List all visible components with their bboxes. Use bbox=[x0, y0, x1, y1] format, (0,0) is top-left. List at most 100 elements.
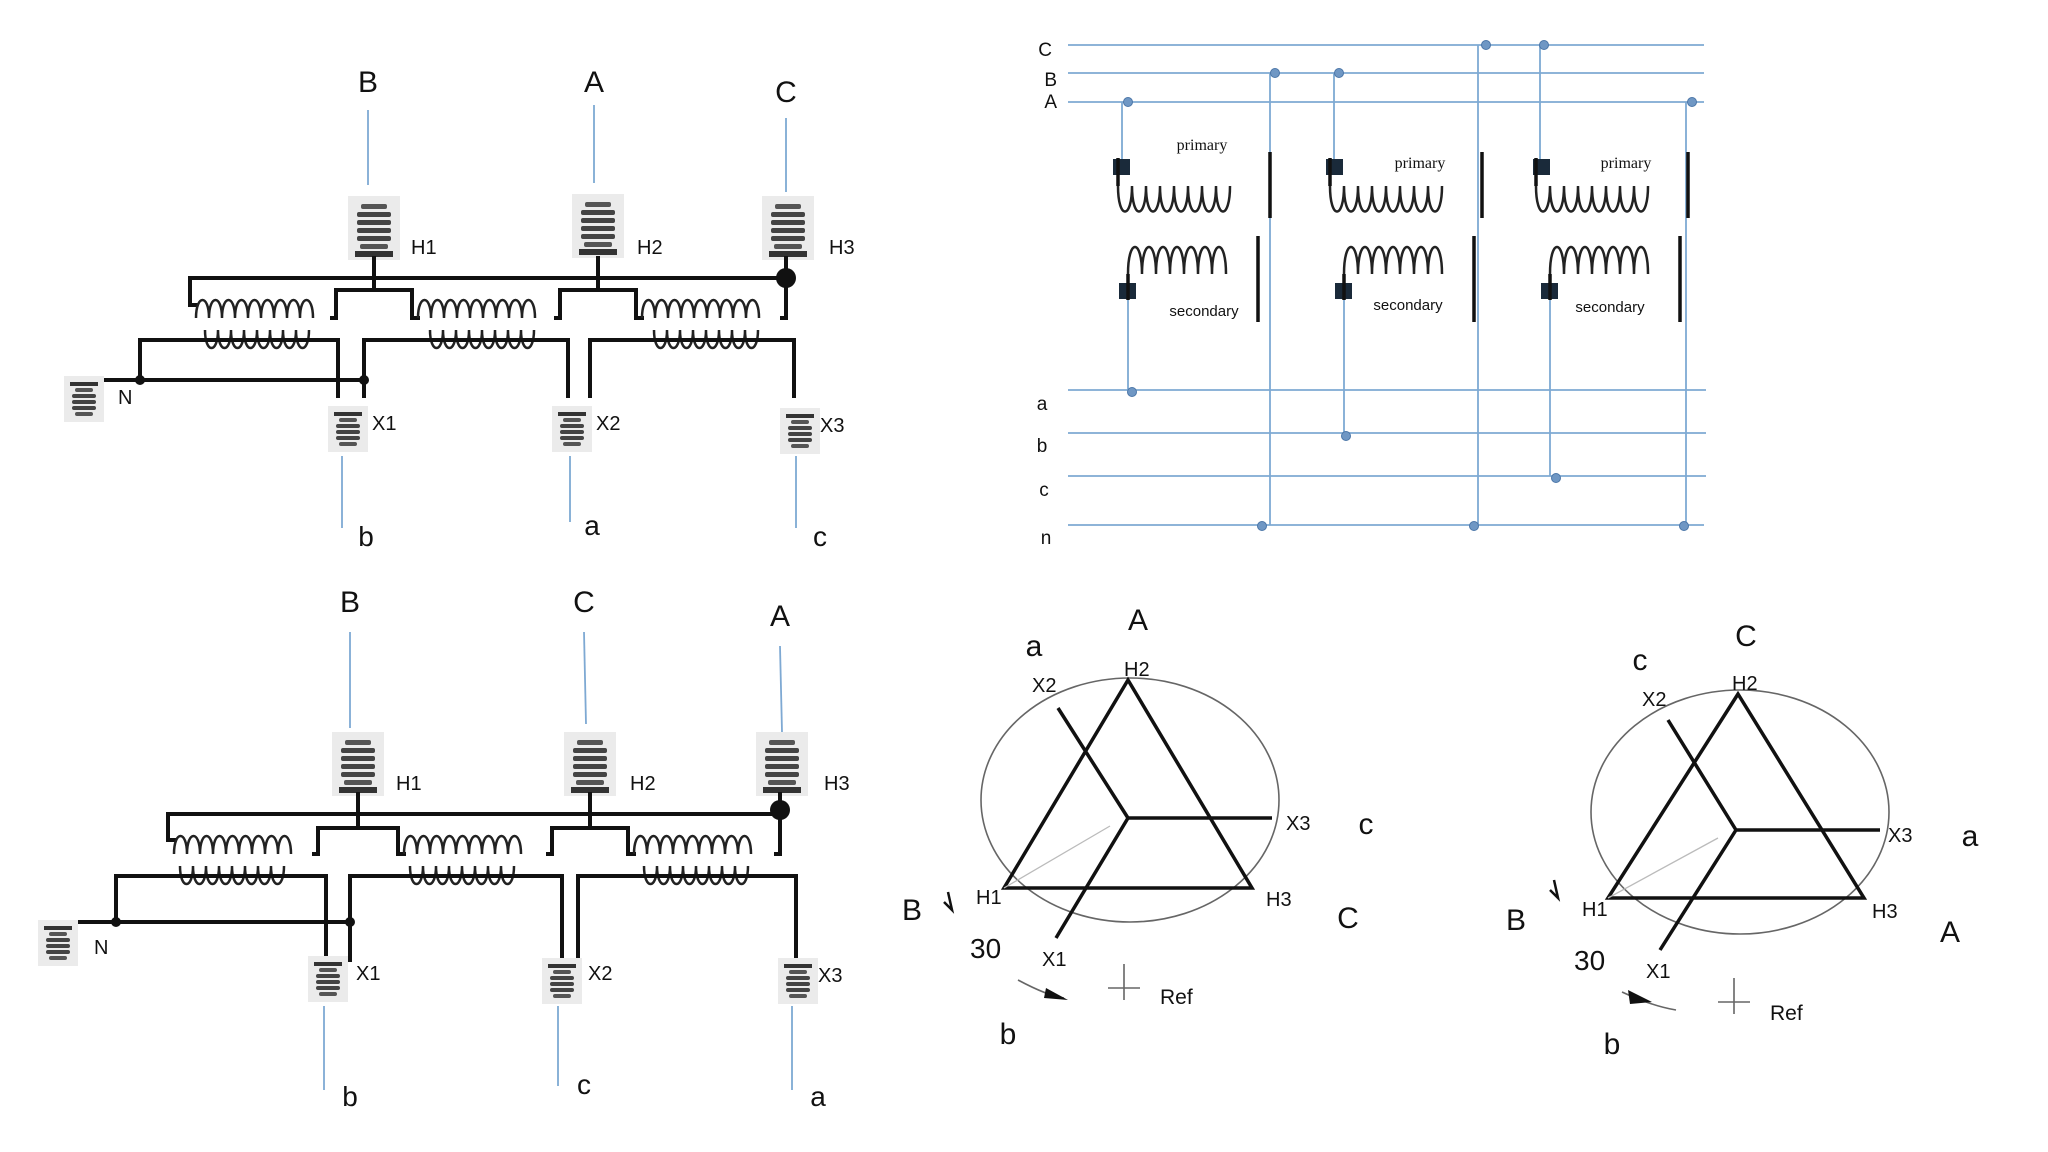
load-label: a bbox=[584, 510, 600, 541]
low-voltage-bushing-icon bbox=[542, 958, 582, 1004]
neutral-bus bbox=[138, 338, 340, 398]
terminal-label: X3 bbox=[1888, 825, 1912, 847]
phase-label: A bbox=[1128, 604, 1148, 637]
phase-label: a bbox=[1026, 630, 1043, 663]
angle-arc bbox=[1621, 991, 1677, 1011]
bus-label: A bbox=[1044, 92, 1057, 113]
low-voltage-bushing-icon bbox=[552, 406, 592, 452]
primary-winding bbox=[640, 298, 761, 320]
secondary-winding bbox=[1548, 245, 1650, 276]
phasor-diagram-2: C c a A B b H2 X2 X3 H3 H1 X1 30 Ref bbox=[1506, 620, 1979, 1061]
high-voltage-bushing-icon bbox=[756, 732, 808, 796]
bushing-label: H1 bbox=[396, 773, 422, 795]
secondary-bushing-label: X3 bbox=[820, 415, 844, 437]
load-label: a bbox=[810, 1081, 826, 1112]
terminal-label: H1 bbox=[1582, 899, 1608, 921]
secondary-bushing-label: X1 bbox=[372, 413, 396, 435]
primary-label: primary bbox=[1177, 137, 1228, 154]
phasor-diagram-1: A a c C B b H2 X2 X3 H3 H1 X1 30 Ref bbox=[902, 604, 1374, 1051]
secondary-winding bbox=[1126, 245, 1228, 276]
primary-winding bbox=[416, 298, 537, 320]
line-label: A bbox=[770, 600, 790, 633]
terminal-label: X1 bbox=[1646, 961, 1670, 983]
secondary-label: secondary bbox=[1575, 299, 1645, 316]
terminal-label: H3 bbox=[1872, 901, 1898, 923]
reference-marker-icon bbox=[1718, 978, 1750, 1014]
primary-winding bbox=[1534, 184, 1650, 213]
angle-arrow-icon bbox=[1044, 988, 1068, 1000]
load-label: c bbox=[577, 1069, 591, 1100]
connection-node bbox=[776, 268, 796, 288]
phase-label: A bbox=[1940, 916, 1960, 949]
phase-label: b bbox=[1604, 1028, 1621, 1061]
primary-label: primary bbox=[1395, 155, 1446, 172]
bus-label: a bbox=[1037, 394, 1048, 415]
bushing-label: H2 bbox=[637, 237, 663, 259]
line-label: B bbox=[358, 66, 378, 99]
terminal-label: H2 bbox=[1124, 659, 1150, 681]
bus-label: c bbox=[1039, 480, 1049, 501]
line-label: B bbox=[340, 586, 360, 619]
phase-label: a bbox=[1962, 820, 1979, 853]
wye-diagram-top: B A C H1 H2 H3 N bbox=[64, 66, 855, 552]
load-label: b bbox=[358, 521, 374, 552]
low-voltage-bushing-icon bbox=[780, 408, 820, 454]
phasor-circle bbox=[980, 677, 1280, 923]
secondary-bushing-label: X3 bbox=[818, 965, 842, 987]
high-voltage-bushing-icon bbox=[332, 732, 384, 796]
bus-label: C bbox=[1038, 40, 1052, 61]
reference-label: Ref bbox=[1160, 986, 1193, 1009]
angle-label: 30 bbox=[1574, 945, 1605, 976]
terminal-label: X2 bbox=[1642, 689, 1666, 711]
primary-winding bbox=[1328, 184, 1444, 213]
bus-label: b bbox=[1037, 436, 1048, 457]
secondary-winding bbox=[1342, 245, 1444, 276]
phasor-circle bbox=[1590, 689, 1890, 935]
primary-delta bbox=[1000, 676, 1256, 890]
secondary-bushing-label: X1 bbox=[356, 963, 380, 985]
low-voltage-bushing-icon bbox=[308, 956, 348, 1002]
line-label: A bbox=[584, 66, 604, 99]
bushing-label: H1 bbox=[411, 237, 437, 259]
low-voltage-bushing-icon bbox=[328, 406, 368, 452]
bus-label: B bbox=[1044, 70, 1057, 91]
secondary-label: secondary bbox=[1169, 303, 1239, 320]
reference-label: Ref bbox=[1770, 1002, 1803, 1025]
phase-label: C bbox=[1735, 620, 1757, 653]
primary-delta bbox=[1604, 690, 1868, 900]
secondary-label: secondary bbox=[1373, 297, 1443, 314]
neutral-bushing-icon bbox=[38, 920, 78, 966]
line-label: C bbox=[573, 586, 595, 619]
connection-node bbox=[770, 800, 790, 820]
load-label: b bbox=[342, 1081, 358, 1112]
bushing-label: H2 bbox=[630, 773, 656, 795]
primary-winding bbox=[402, 834, 523, 856]
terminal-label: H1 bbox=[976, 887, 1002, 909]
low-voltage-bushing-icon bbox=[778, 958, 818, 1004]
high-voltage-bushing-icon bbox=[572, 194, 624, 258]
primary-winding bbox=[194, 298, 315, 320]
angle-label: 30 bbox=[970, 933, 1001, 964]
phase-label: c bbox=[1359, 808, 1374, 841]
line-label: C bbox=[775, 76, 797, 109]
reference-marker-icon bbox=[1108, 964, 1140, 1000]
transformer-bank-diagram: C B A a b c n primary secondary primary bbox=[1037, 40, 1706, 549]
phase-label: B bbox=[1506, 904, 1526, 937]
terminal-label: X3 bbox=[1286, 813, 1310, 835]
primary-winding bbox=[172, 834, 293, 856]
neutral-bushing-icon bbox=[64, 376, 104, 422]
bushing-label: H3 bbox=[829, 237, 855, 259]
wye-diagram-bottom: B C A H1 H2 H3 N bbox=[38, 586, 850, 1112]
primary-winding bbox=[632, 834, 753, 856]
phase-label: B bbox=[902, 894, 922, 927]
secondary-bushing-label: X2 bbox=[588, 963, 612, 985]
terminal-label: X1 bbox=[1042, 949, 1066, 971]
primary-label: primary bbox=[1601, 155, 1652, 172]
angle-arrow-icon bbox=[1628, 990, 1652, 1004]
bushing-label: H3 bbox=[824, 773, 850, 795]
high-voltage-bushing-icon bbox=[762, 196, 814, 260]
secondary-wye bbox=[1054, 707, 1272, 939]
neutral-label: N bbox=[118, 387, 132, 409]
neutral-bus bbox=[114, 874, 328, 962]
